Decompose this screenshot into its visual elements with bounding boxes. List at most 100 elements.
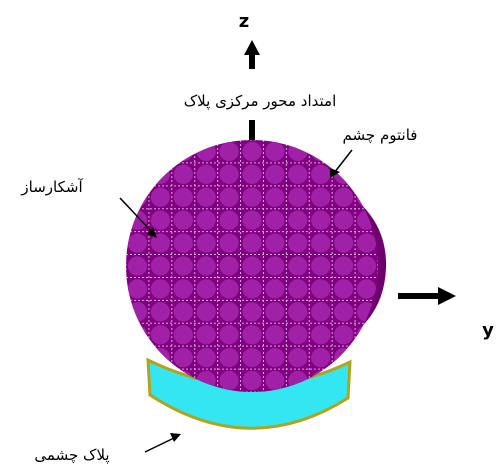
y-axis-label: y	[482, 320, 494, 341]
detector-cell	[128, 142, 147, 161]
detector-cell	[311, 279, 330, 298]
detector-cell	[197, 325, 216, 344]
detector-cell	[357, 256, 376, 275]
detector-cell	[311, 233, 330, 252]
detector-cell	[242, 142, 261, 161]
detector-cell	[288, 348, 307, 367]
detector-cell	[357, 371, 376, 390]
detector-grid	[126, 140, 378, 392]
detector-cell	[197, 302, 216, 321]
detector-cell	[288, 279, 307, 298]
detector-cell	[288, 302, 307, 321]
detector-cell	[128, 165, 147, 184]
detector-cell	[174, 256, 193, 275]
detector-cell	[128, 348, 147, 367]
detector-cell	[174, 211, 193, 230]
detector-cell	[219, 211, 238, 230]
detector-cell	[219, 188, 238, 207]
detector-cell	[242, 211, 261, 230]
detector-cell	[311, 188, 330, 207]
detector-cell	[311, 302, 330, 321]
detector-cell	[197, 256, 216, 275]
detector-cell	[219, 142, 238, 161]
detector-cell	[265, 302, 284, 321]
detector-cell	[242, 325, 261, 344]
detector-cell	[334, 325, 353, 344]
detector-cell	[219, 371, 238, 390]
detector-cell	[265, 371, 284, 390]
detector-cell	[265, 211, 284, 230]
detector-cell	[151, 188, 170, 207]
detector-cell	[334, 256, 353, 275]
detector-cell	[219, 256, 238, 275]
detector-cell	[219, 302, 238, 321]
detector-cell	[357, 165, 376, 184]
detector-cell	[219, 325, 238, 344]
detector-cell	[311, 165, 330, 184]
detector-cell	[151, 142, 170, 161]
eye-phantom-pointer	[330, 150, 352, 178]
detector-cell	[197, 142, 216, 161]
detector-cell	[174, 348, 193, 367]
detector-cell	[334, 188, 353, 207]
detector-cell	[357, 348, 376, 367]
detector-cell	[174, 142, 193, 161]
detector-cell	[151, 279, 170, 298]
detector-cell	[128, 371, 147, 390]
detector-cell	[288, 233, 307, 252]
detector-cell	[242, 279, 261, 298]
detector-cell	[151, 165, 170, 184]
detector-cell	[197, 348, 216, 367]
detector-cell	[311, 256, 330, 275]
detector-cell	[357, 142, 376, 161]
detector-cell	[288, 211, 307, 230]
detector-cell	[128, 211, 147, 230]
detector-cell	[288, 142, 307, 161]
detector-cell	[151, 256, 170, 275]
detector-cell	[242, 233, 261, 252]
detector-cell	[311, 348, 330, 367]
detector-cell	[151, 325, 170, 344]
detector-cell	[151, 302, 170, 321]
detector-cell	[197, 188, 216, 207]
detector-cell	[242, 348, 261, 367]
detector-cell	[174, 279, 193, 298]
detector-cell	[311, 211, 330, 230]
detector-cell	[242, 256, 261, 275]
detector-cell	[242, 371, 261, 390]
detector-cell	[265, 279, 284, 298]
detector-cell	[357, 279, 376, 298]
detector-cell	[334, 233, 353, 252]
detector-cell	[128, 325, 147, 344]
detector-cell	[265, 233, 284, 252]
detector-cell	[265, 348, 284, 367]
eye-plaque-pointer	[145, 433, 181, 452]
detector-cell	[334, 302, 353, 321]
detector-cell	[288, 188, 307, 207]
detector-cell	[197, 279, 216, 298]
detector-cell	[334, 211, 353, 230]
detector-cell	[288, 325, 307, 344]
z-axis-label: z	[239, 11, 249, 32]
detector-cell	[174, 165, 193, 184]
y-axis-arrow	[398, 287, 456, 305]
detector-cell	[174, 302, 193, 321]
detector-cell	[357, 233, 376, 252]
detector-cell	[128, 233, 147, 252]
detector-cell	[357, 188, 376, 207]
z-axis-arrow	[244, 40, 260, 69]
detector-cell	[288, 165, 307, 184]
detector-cell	[128, 188, 147, 207]
detector-cell	[219, 348, 238, 367]
detector-cell	[219, 279, 238, 298]
detector-cell	[174, 325, 193, 344]
detector-cell	[334, 279, 353, 298]
detector-cell	[128, 256, 147, 275]
detector-cell	[311, 325, 330, 344]
eye-plaque-label: پلاک چشمی	[34, 446, 109, 465]
detector-cell	[197, 165, 216, 184]
detector-cell	[265, 165, 284, 184]
detector-label: آشکارساز	[20, 178, 83, 196]
detector-cell	[219, 165, 238, 184]
